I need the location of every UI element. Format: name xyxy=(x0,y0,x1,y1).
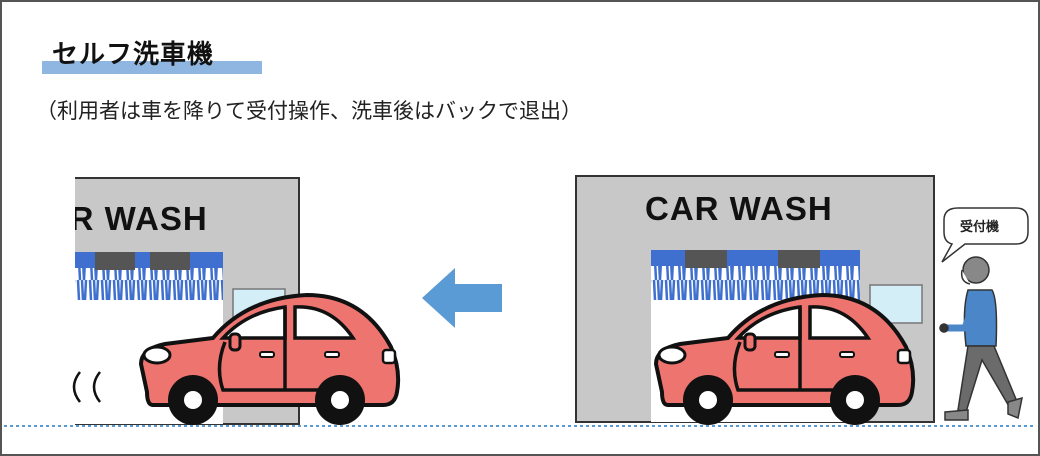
page-subtitle: （利用者は車を降りて受付操作、洗車後はバックで退出） xyxy=(36,99,582,123)
arrow-left-icon xyxy=(422,268,502,328)
title-underline xyxy=(42,61,262,74)
kiosk-label: 受付機 xyxy=(960,219,999,235)
speech-bubble: 受付機 xyxy=(941,207,1029,263)
right-sign: CAR WASH xyxy=(645,190,833,227)
left-sign: CAR WASH xyxy=(20,200,208,237)
brush-icon xyxy=(75,268,223,300)
person-icon xyxy=(939,256,1023,421)
motion-lines-icon xyxy=(72,371,102,403)
page-title: セルフ洗車機 xyxy=(52,40,215,70)
